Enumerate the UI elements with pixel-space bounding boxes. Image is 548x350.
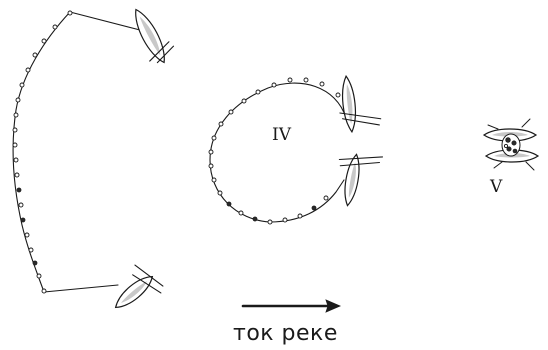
net-floats-iv (208, 77, 341, 225)
net-scheme-v: V (482, 118, 540, 197)
boat-iv-upper (339, 74, 382, 134)
current-label: ток реке (233, 321, 338, 346)
net-floats-left (12, 10, 73, 294)
net-iv-label: IV (272, 125, 292, 145)
gathered-net-v (501, 133, 521, 157)
boat-bottom-left (114, 264, 164, 309)
net-scheme-left (12, 8, 175, 309)
current-arrowhead (325, 299, 342, 313)
net-line-left (12, 11, 141, 293)
net-v-label: V (489, 177, 503, 197)
boat-iv-lower (338, 153, 384, 207)
current-direction: ток реке (233, 299, 342, 346)
boat-top-left (135, 8, 175, 64)
net-line-iv (209, 82, 347, 223)
net-scheme-iv: IV (208, 74, 384, 225)
